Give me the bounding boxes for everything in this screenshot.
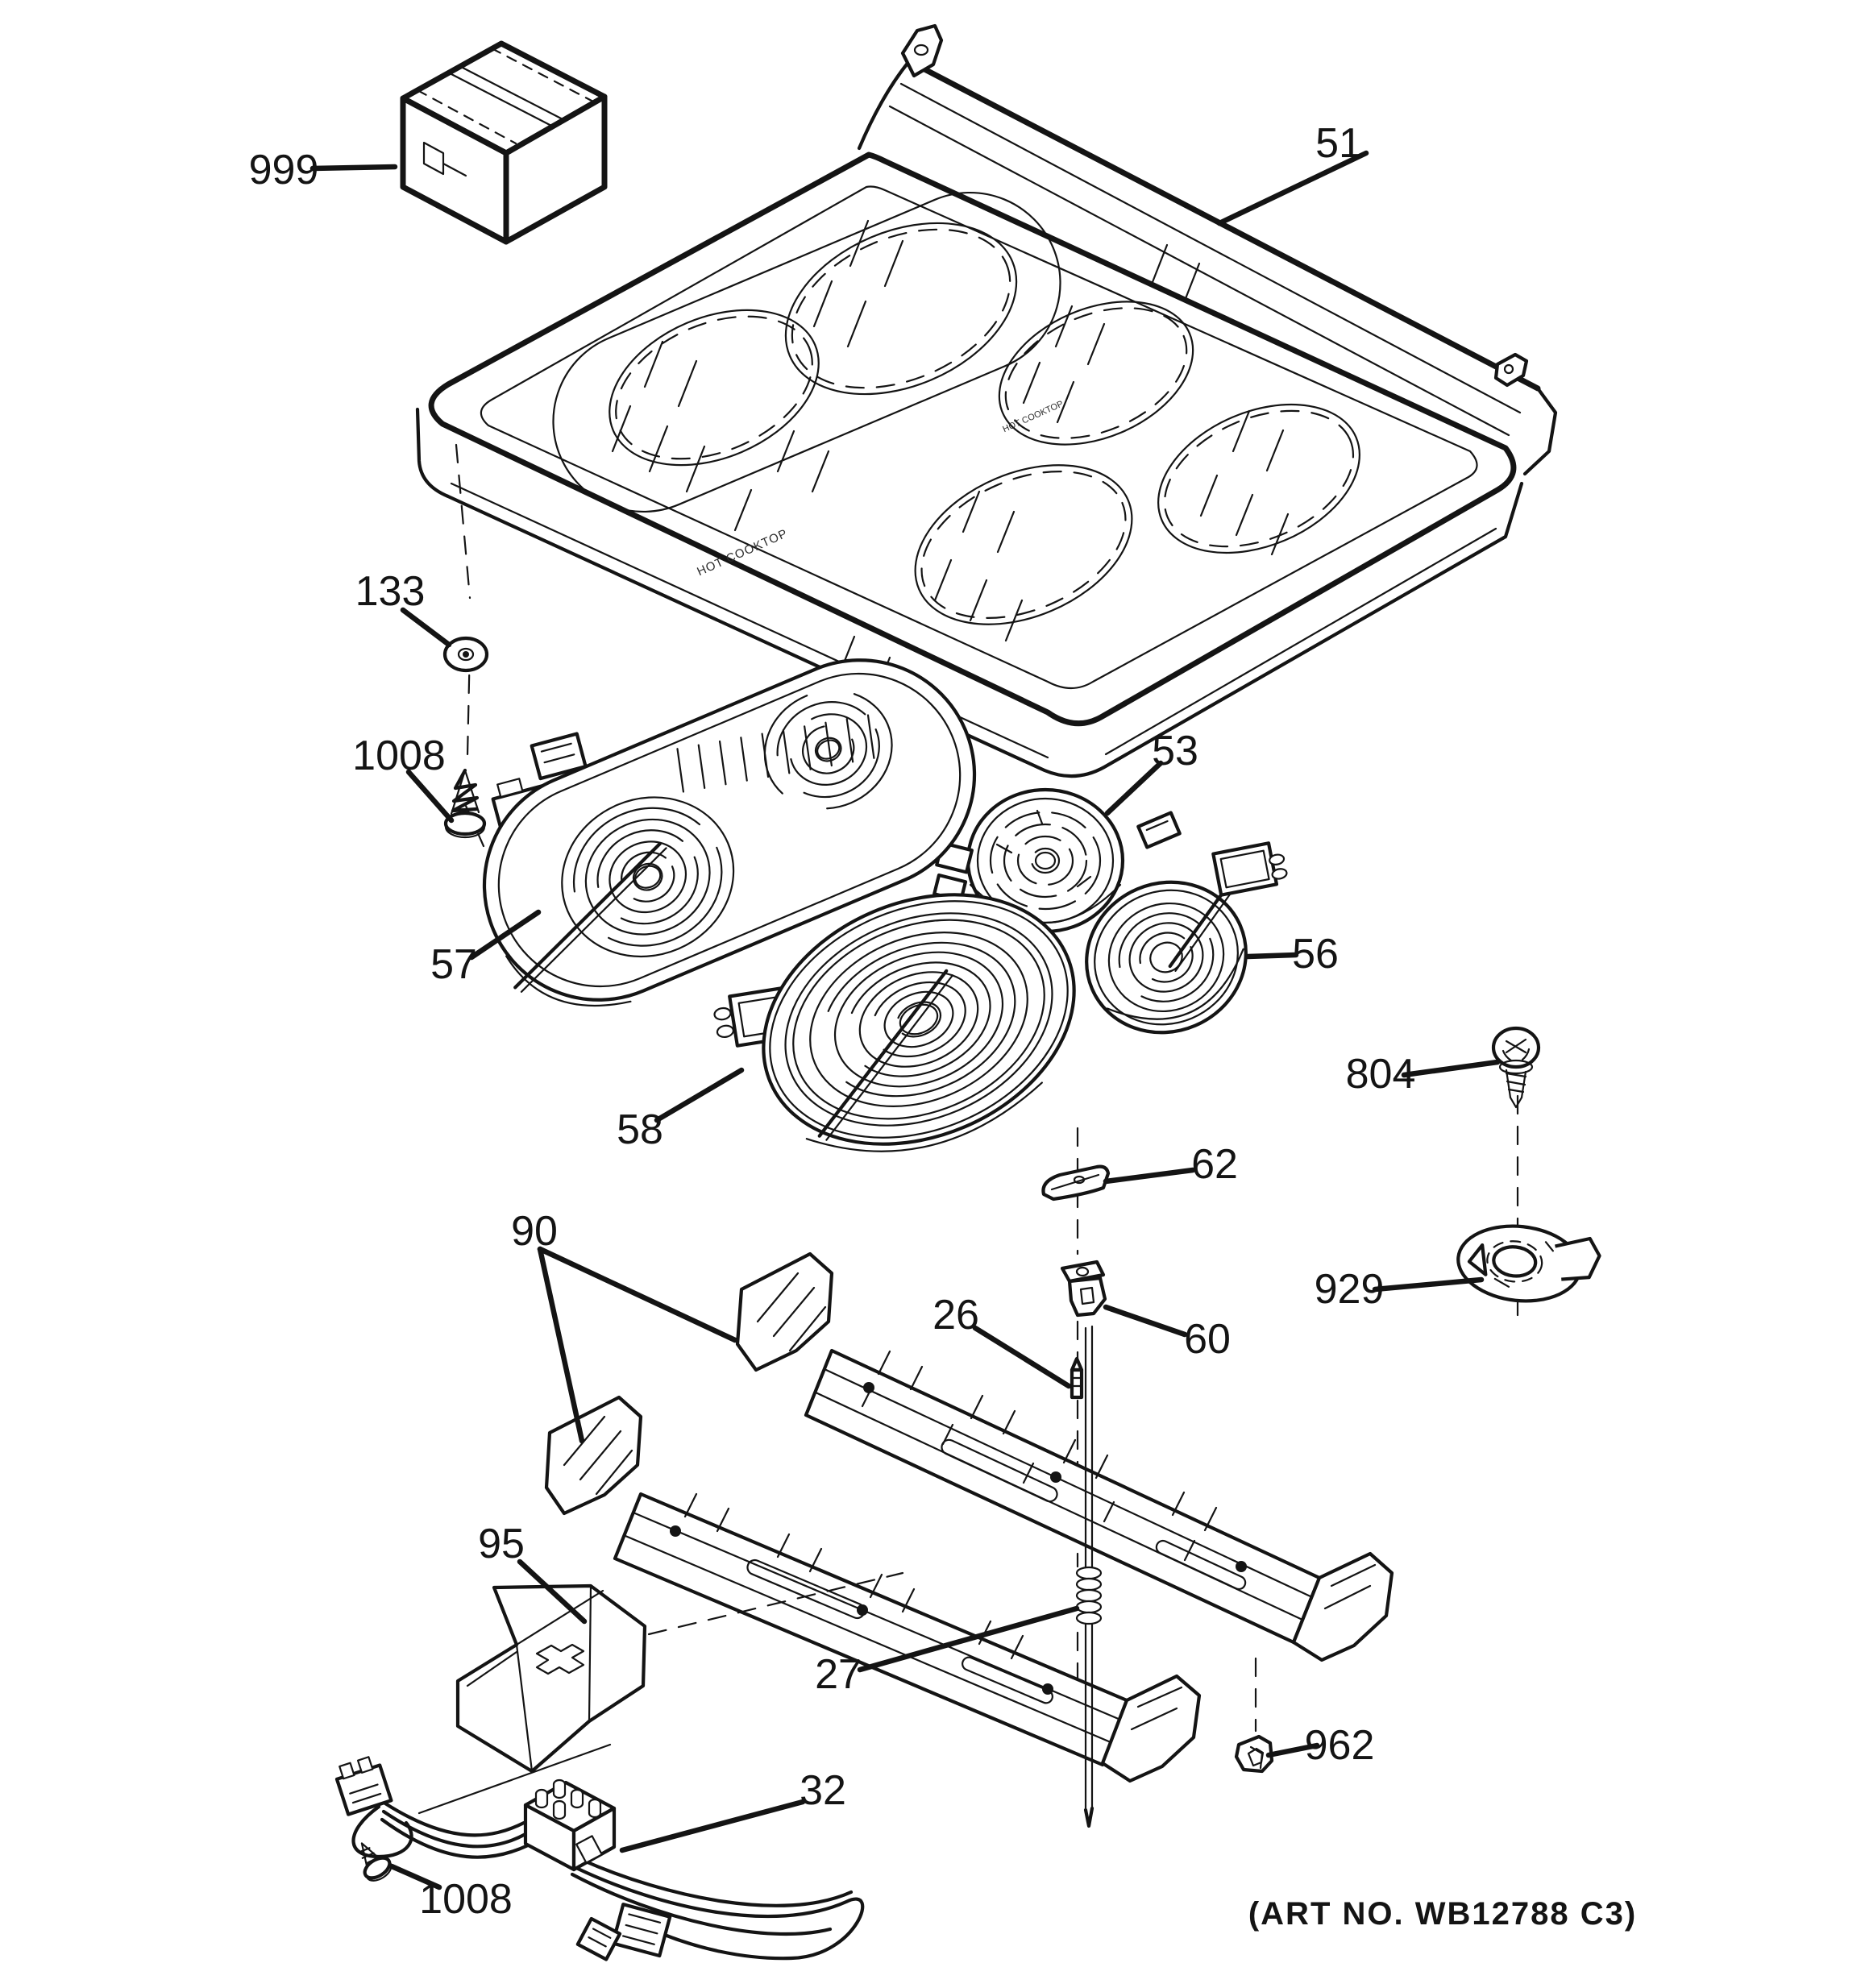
leader-line-57 [468,909,542,961]
burner-outline-center-rear [998,301,1194,446]
part-label-57: 57 [430,941,477,988]
bracket-62 [1041,1164,1111,1202]
harness-connector-right [611,1903,672,1958]
part-label-60: 60 [1184,1316,1231,1363]
spring [1075,1566,1103,1625]
leader-line-58 [654,1067,745,1123]
hinge-tab-right [1493,352,1529,388]
part-label-1008: 1008 [419,1876,513,1923]
part-label-27: 27 [815,1651,862,1698]
grommet-133 [442,636,489,673]
screw-1008-top [443,768,487,839]
part-label-56: 56 [1292,931,1339,977]
leader-line-95 [517,1558,588,1625]
screw-1008-bottom [359,1842,393,1882]
part-label-1008: 1008 [352,733,446,779]
hinge-tab-left [900,23,944,78]
leader-line-60 [1103,1304,1188,1338]
leader-line-90 [537,1246,738,1343]
part-label-32: 32 [800,1767,846,1814]
part-label-58: 58 [617,1106,663,1153]
part-label-53: 53 [1152,728,1198,774]
clip-929 [1456,1224,1601,1303]
burner-outline-right [1157,403,1360,554]
leader-line-27 [857,1605,1080,1673]
wire-harness [334,1743,865,1961]
grommet-962 [1234,1734,1274,1774]
clip-60 [1060,1260,1107,1318]
leader-line-51 [1216,150,1369,226]
part-label-804: 804 [1346,1051,1416,1098]
art-number: (ART NO. WB12788 C3) [1248,1896,1637,1932]
leader-line-999 [309,164,398,172]
glass-hatch-marks [611,219,1290,699]
leader-line-53 [1104,760,1164,816]
terminals [534,1778,603,1864]
part-label-133: 133 [355,568,426,615]
burner-outline-center-front [914,464,1133,625]
rail-bracket-90-lower [544,1395,1202,1783]
callout-layer: 999 51 133 1008 57 53 56 58 804 929 62 90 26 60 95 27 32… [249,120,1501,1923]
part-label-929: 929 [1315,1266,1385,1313]
rail-bracket-90-upper [735,1251,1394,1662]
leader-line-1008 [388,1863,442,1890]
cover-cross-cutout [535,1643,585,1675]
pin-26 [1070,1356,1084,1400]
shipping-box [400,40,608,245]
element-56-radiant [1085,841,1288,1035]
cover-95 [455,1571,904,1774]
part-label-62: 62 [1191,1141,1238,1188]
part-label-90: 90 [511,1208,558,1255]
cooktop-glass: HOT COOKTOP HOT COOKTOP [415,23,1558,849]
part-label-962: 962 [1305,1722,1375,1769]
rod-27 [1075,1325,1103,1828]
leader-line-56 [1244,952,1299,960]
element-57-grill-hatch [676,714,875,793]
part-label-999: 999 [249,147,319,193]
leader-line-62 [1103,1167,1196,1185]
leader-line-32 [619,1799,806,1853]
burner-outline-left-rear [784,222,1018,396]
harness-connector-small [575,1916,622,1961]
part-label-95: 95 [478,1521,525,1567]
leader-line-1008 [405,769,455,824]
element-56-terminal-box [1211,841,1288,897]
part-label-26: 26 [932,1292,979,1338]
leader-line-962 [1265,1742,1320,1758]
part-label-51: 51 [1315,120,1362,167]
leader-line-26 [972,1325,1072,1389]
leader-line-929 [1372,1276,1485,1293]
harness-connector-left [334,1756,393,1816]
terminal-block-32 [523,1778,617,1872]
leader-line-90 [537,1246,585,1444]
leader-line-133 [400,607,452,648]
leader-line-804 [1401,1059,1501,1078]
element-58-radiant [713,893,1076,1152]
screw-804 [1491,1026,1541,1109]
glass-clip-tab [1136,811,1182,849]
element-57-dual [482,658,977,1007]
